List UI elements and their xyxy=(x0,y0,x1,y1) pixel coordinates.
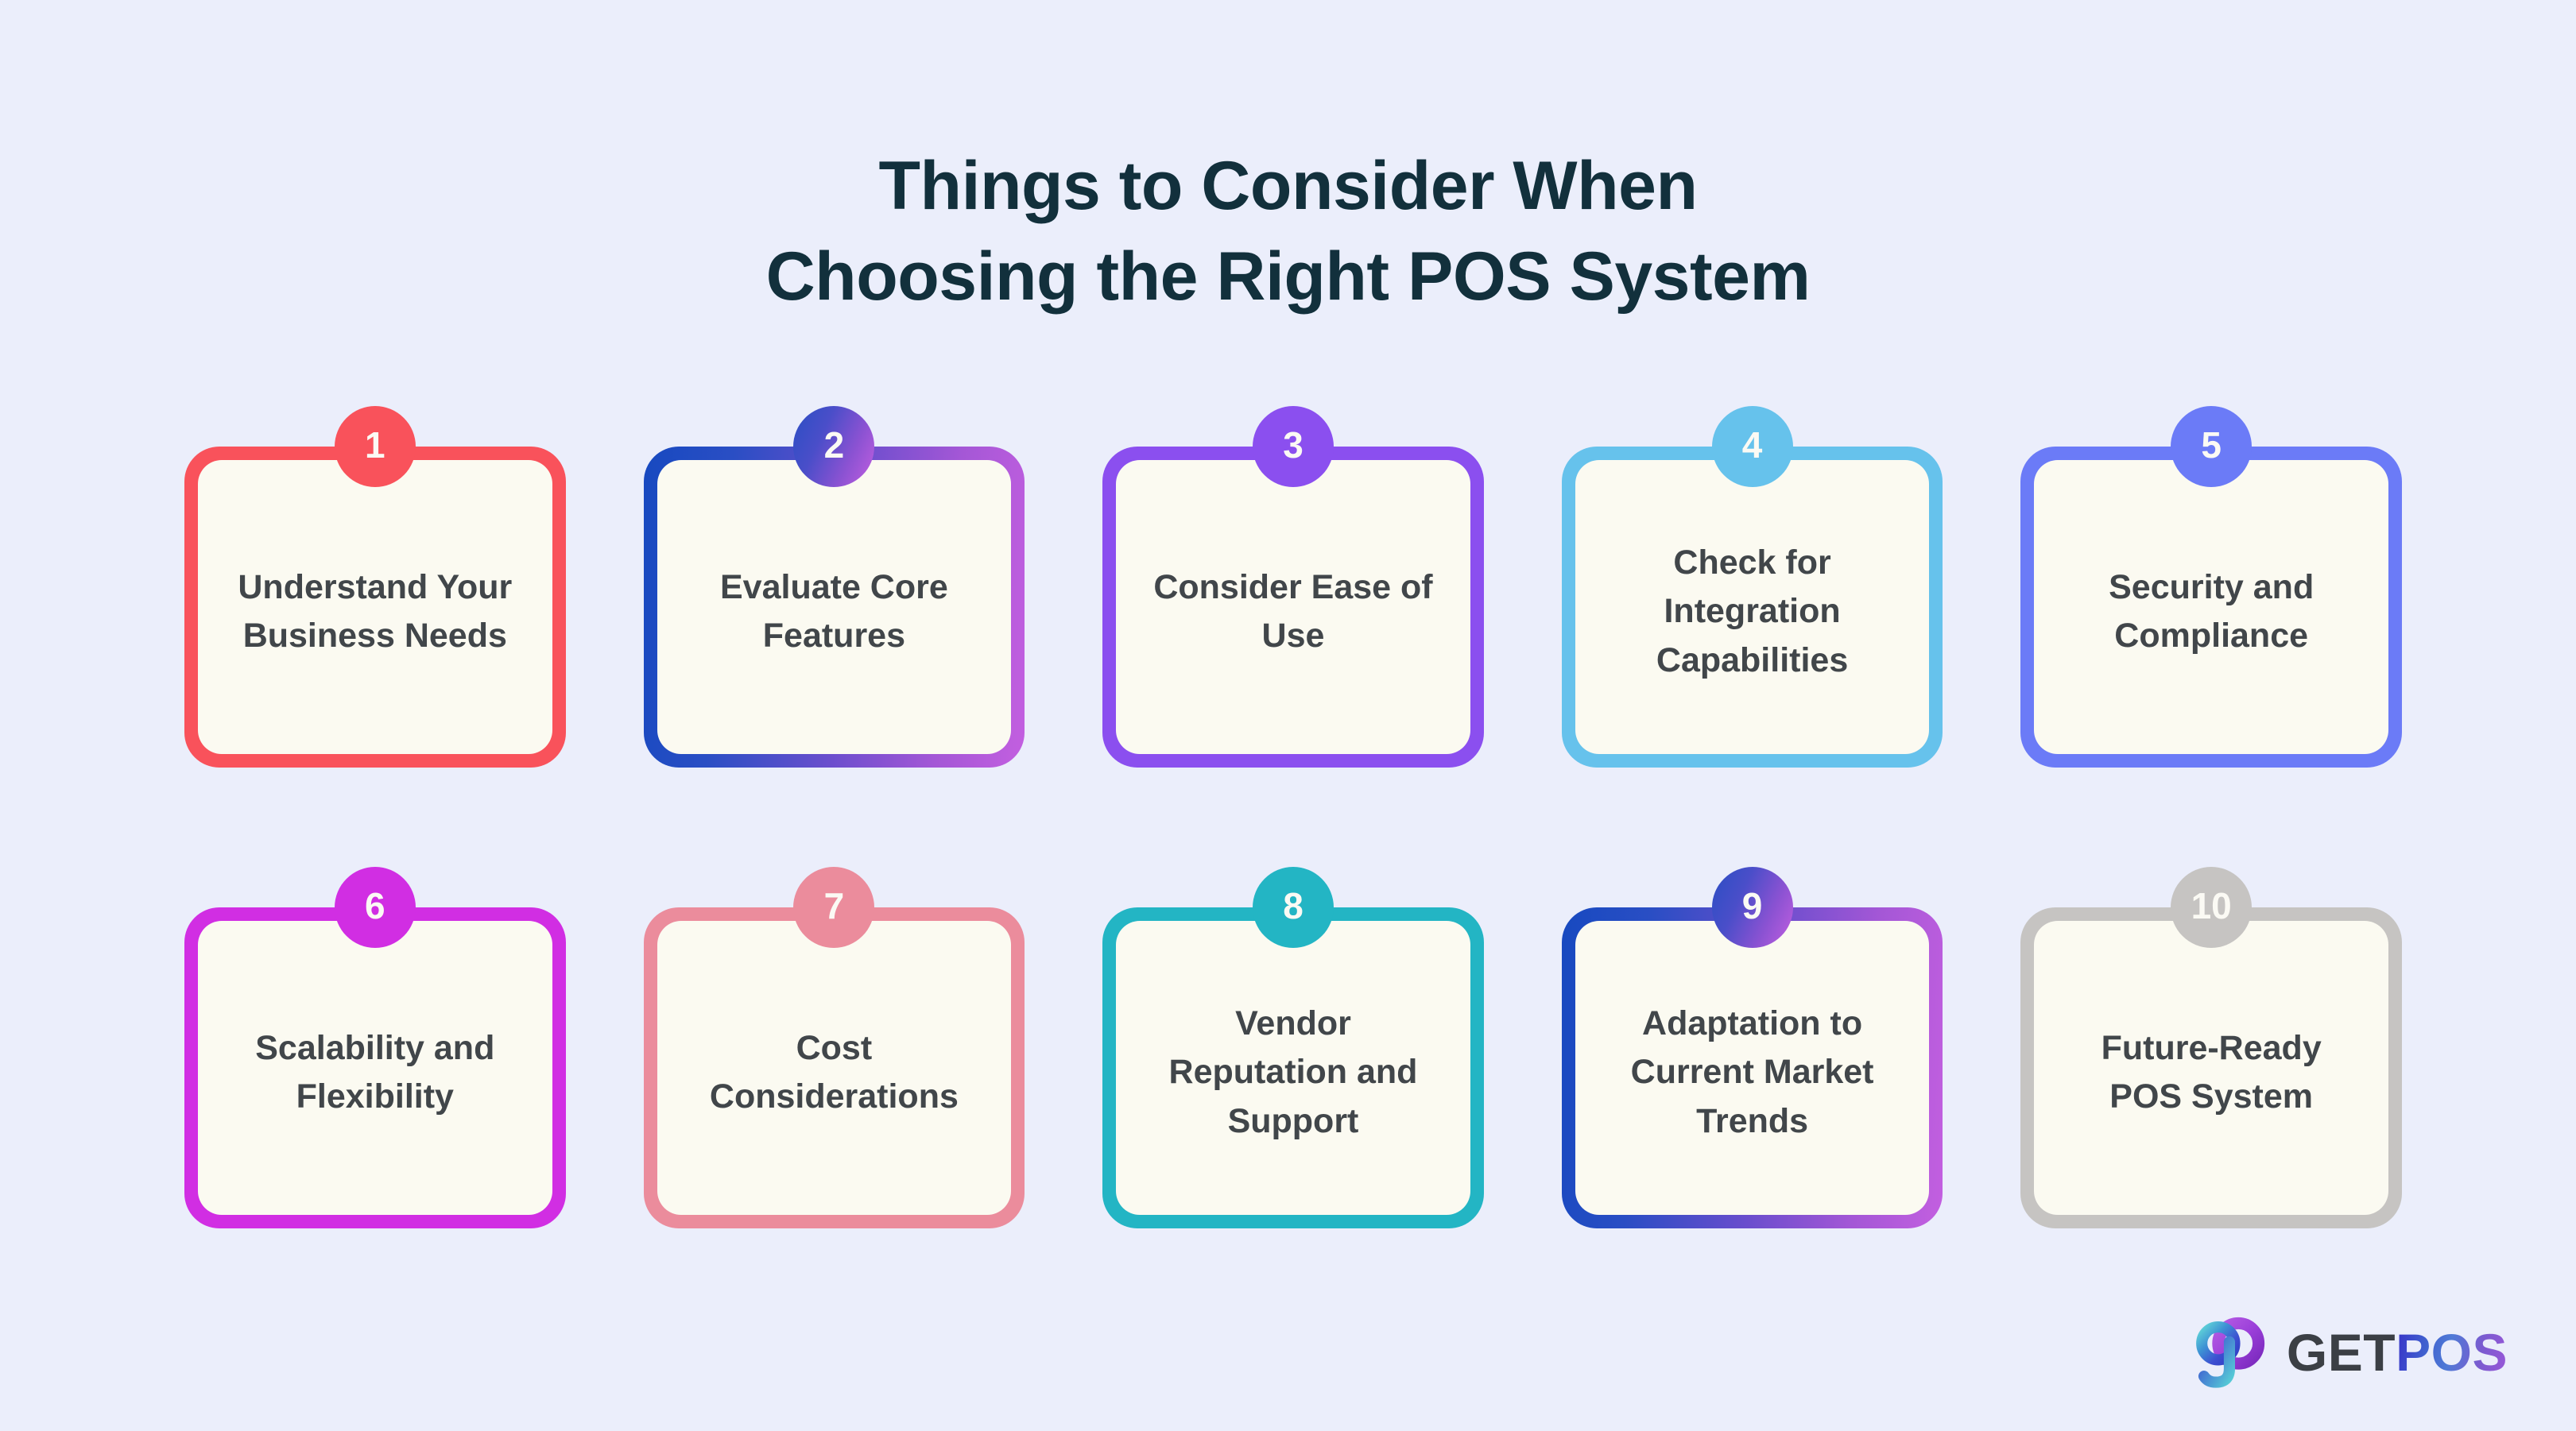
consideration-card-6[interactable]: Scalability and Flexibility 6 xyxy=(184,867,566,1228)
card-number: 7 xyxy=(823,885,845,926)
card-number-badge: 6 xyxy=(334,867,416,948)
card-border: Understand Your Business Needs xyxy=(184,447,566,768)
card-border: Consider Ease of Use xyxy=(1102,447,1484,768)
card-border: Evaluate Core Features xyxy=(643,447,1025,768)
card-body: Adaptation to Current Market Trends xyxy=(1575,921,1930,1215)
card-label: Future-Ready POS System xyxy=(2101,1028,2322,1116)
card-border: Cost Considerations xyxy=(643,907,1025,1228)
card-border: Vendor Reputation and Support xyxy=(1102,907,1484,1228)
title-line-1: Things to Consider When xyxy=(878,148,1699,224)
title-line-2: Choosing the Right POS System xyxy=(765,238,1811,315)
card-body: Cost Considerations xyxy=(657,921,1012,1215)
card-number: 6 xyxy=(365,885,385,926)
card-body: Vendor Reputation and Support xyxy=(1116,921,1470,1215)
card-number-badge: 2 xyxy=(793,406,875,487)
card-border: Adaptation to Current Market Trends xyxy=(1561,907,1943,1228)
card-border: Future-Ready POS System xyxy=(2020,907,2402,1228)
consideration-card-7[interactable]: Cost Considerations 7 xyxy=(643,867,1025,1228)
card-number: 3 xyxy=(1283,424,1303,466)
page-title: Things to Consider When Choosing the Rig… xyxy=(0,141,2576,322)
card-number-badge: 10 xyxy=(2171,867,2253,948)
card-number-badge: 4 xyxy=(1711,406,1793,487)
card-label: Check for Integration Capabilities xyxy=(1656,543,1849,679)
card-body: Understand Your Business Needs xyxy=(198,460,552,754)
card-number-badge: 3 xyxy=(1252,406,1334,487)
card-number: 8 xyxy=(1283,885,1303,926)
logo-get-text: GET xyxy=(2286,1323,2396,1382)
card-number-badge: 5 xyxy=(2171,406,2253,487)
card-number: 10 xyxy=(2191,885,2232,926)
card-body: Security and Compliance xyxy=(2034,460,2388,754)
card-number: 1 xyxy=(365,424,385,466)
card-number: 5 xyxy=(2201,424,2222,466)
card-number: 2 xyxy=(823,424,845,466)
card-number-badge: 7 xyxy=(793,867,875,948)
consideration-card-4[interactable]: Check for Integration Capabilities 4 xyxy=(1561,406,1943,768)
consideration-card-3[interactable]: Consider Ease of Use 3 xyxy=(1102,406,1484,768)
card-number-badge: 8 xyxy=(1252,867,1334,948)
card-label: Vendor Reputation and Support xyxy=(1168,1004,1418,1140)
consideration-card-2[interactable]: Evaluate Core Features 2 xyxy=(643,406,1025,768)
card-body: Evaluate Core Features xyxy=(657,460,1012,754)
card-body: Future-Ready POS System xyxy=(2034,921,2388,1215)
gp-monogram-icon xyxy=(2196,1317,2265,1388)
card-label: Cost Considerations xyxy=(709,1028,959,1116)
card-label: Scalability and Flexibility xyxy=(255,1028,495,1116)
card-body: Check for Integration Capabilities xyxy=(1575,460,1930,754)
card-border: Check for Integration Capabilities xyxy=(1561,447,1943,768)
consideration-card-8[interactable]: Vendor Reputation and Support 8 xyxy=(1102,867,1484,1228)
card-label: Understand Your Business Needs xyxy=(238,567,513,655)
card-body: Scalability and Flexibility xyxy=(198,921,552,1215)
logo-pos-text: POS xyxy=(2396,1323,2508,1382)
card-label: Security and Compliance xyxy=(2109,567,2315,655)
card-number: 4 xyxy=(1741,424,1763,466)
card-border: Security and Compliance xyxy=(2020,447,2402,768)
getpos-logo[interactable]: GETPOS xyxy=(2191,1315,2508,1390)
consideration-card-10[interactable]: Future-Ready POS System 10 xyxy=(2020,867,2402,1228)
card-number-badge: 9 xyxy=(1711,867,1793,948)
card-body: Consider Ease of Use xyxy=(1116,460,1470,754)
logo-wordmark: GETPOS xyxy=(2287,1326,2508,1379)
consideration-card-1[interactable]: Understand Your Business Needs 1 xyxy=(184,406,566,768)
consideration-card-9[interactable]: Adaptation to Current Market Trends 9 xyxy=(1561,867,1943,1228)
consideration-card-5[interactable]: Security and Compliance 5 xyxy=(2020,406,2402,768)
card-label: Consider Ease of Use xyxy=(1153,567,1433,655)
card-number: 9 xyxy=(1741,885,1763,926)
card-border: Scalability and Flexibility xyxy=(184,907,566,1228)
card-label: Adaptation to Current Market Trends xyxy=(1630,1004,1874,1140)
card-label: Evaluate Core Features xyxy=(719,567,948,655)
card-number-badge: 1 xyxy=(334,406,416,487)
